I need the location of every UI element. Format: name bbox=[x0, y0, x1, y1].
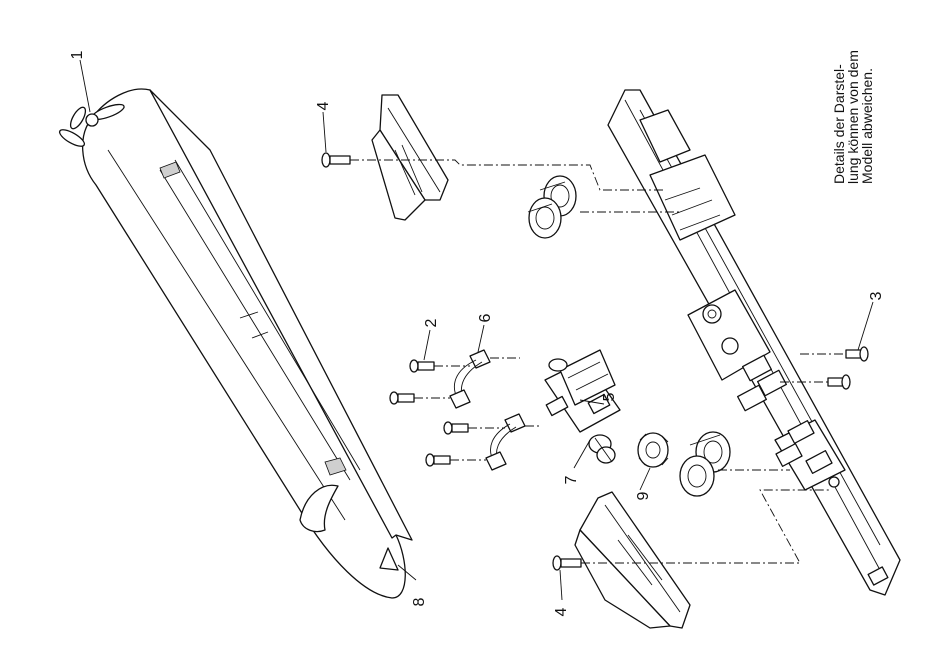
callout-4-top: 4 bbox=[315, 101, 332, 110]
callout-2: 2 bbox=[423, 318, 440, 327]
bracket-bottom bbox=[575, 492, 690, 628]
screw-4-top bbox=[322, 153, 350, 167]
disclaimer-line-1: Details der Darstel- bbox=[832, 4, 846, 184]
screw-3-b bbox=[828, 375, 850, 389]
motor-unit bbox=[545, 350, 620, 463]
screw-4-bottom bbox=[553, 556, 581, 570]
callout-3: 3 bbox=[868, 291, 885, 300]
callout-8: 8 bbox=[411, 597, 428, 606]
wheelset-front bbox=[528, 176, 576, 238]
disclaimer-line-2: lung können von dem bbox=[846, 4, 860, 184]
gear-9 bbox=[638, 433, 668, 467]
callout-5: 5 bbox=[601, 392, 618, 401]
wheelset-rear bbox=[680, 432, 730, 496]
callout-1: 1 bbox=[69, 50, 86, 59]
bracket-top bbox=[372, 95, 448, 220]
disclaimer-note: Details der Darstel- lung können von dem… bbox=[832, 4, 874, 184]
callout-9: 9 bbox=[635, 491, 652, 500]
clips bbox=[450, 350, 525, 470]
screw-2-a bbox=[410, 360, 434, 372]
callout-7: 7 bbox=[563, 475, 580, 484]
body-shell bbox=[57, 89, 412, 598]
callout-4-bottom: 4 bbox=[553, 607, 570, 616]
screw-2-b bbox=[390, 392, 414, 404]
screw-2-d bbox=[426, 454, 450, 466]
disclaimer-line-3: Modell abweichen. bbox=[860, 4, 874, 184]
screw-3-a bbox=[846, 347, 868, 361]
callout-6: 6 bbox=[477, 313, 494, 322]
screw-2-c bbox=[444, 422, 468, 434]
